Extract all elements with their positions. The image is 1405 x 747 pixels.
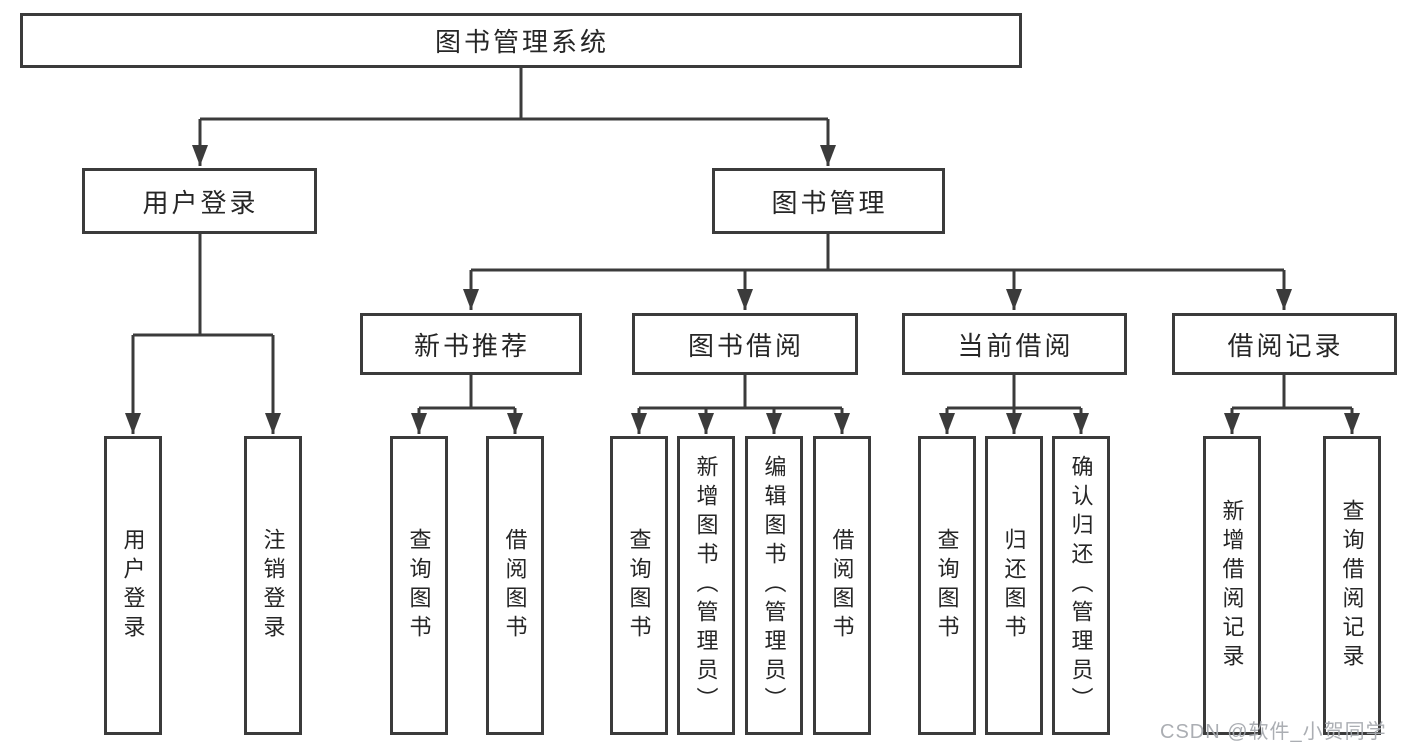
- leaf-borrow-books-label: 借阅图书: [829, 527, 855, 644]
- leaf-user-login: 用户登录: [104, 436, 162, 735]
- leaf-return-books-label: 归还图书: [1001, 527, 1027, 644]
- leaf-add-books-admin: 新增图书（管理员）: [677, 436, 735, 735]
- leaf-logout-label: 注销登录: [260, 527, 286, 644]
- leaf-add-borrow-record-label: 新增借阅记录: [1219, 498, 1245, 673]
- leaf-query-books-borrow-label: 查询图书: [626, 527, 652, 644]
- leaf-logout: 注销登录: [244, 436, 302, 735]
- node-book-borrow: 图书借阅: [632, 313, 858, 375]
- csdn-watermark: CSDN @软件_小贺同学: [1160, 721, 1387, 743]
- node-current-borrow: 当前借阅: [902, 313, 1127, 375]
- leaf-add-borrow-record: 新增借阅记录: [1203, 436, 1261, 735]
- node-borrow-records: 借阅记录: [1172, 313, 1397, 375]
- leaf-query-books-current: 查询图书: [918, 436, 976, 735]
- leaf-borrow-books-recommend-label: 借阅图书: [502, 527, 528, 644]
- leaf-edit-books-admin-label: 编辑图书（管理员）: [761, 455, 787, 716]
- leaf-query-books-recommend: 查询图书: [390, 436, 448, 735]
- leaf-query-borrow-record-label: 查询借阅记录: [1339, 498, 1365, 673]
- leaf-borrow-books: 借阅图书: [813, 436, 871, 735]
- node-user-login-label: 用户登录: [142, 187, 259, 218]
- leaf-query-borrow-record: 查询借阅记录: [1323, 436, 1381, 735]
- leaf-user-login-label: 用户登录: [120, 527, 146, 644]
- leaf-confirm-return-admin-label: 确认归还（管理员）: [1068, 455, 1094, 716]
- node-borrow-records-label: 借阅记录: [1227, 330, 1344, 361]
- node-user-login: 用户登录: [82, 168, 317, 234]
- leaf-query-books-current-label: 查询图书: [934, 527, 960, 644]
- node-root-label: 图书管理系统: [434, 27, 609, 57]
- leaf-return-books: 归还图书: [985, 436, 1043, 735]
- node-book-borrow-label: 图书借阅: [687, 330, 804, 361]
- leaf-edit-books-admin: 编辑图书（管理员）: [745, 436, 803, 735]
- leaf-query-books-recommend-label: 查询图书: [406, 527, 432, 644]
- node-new-book-recommend: 新书推荐: [360, 313, 582, 375]
- node-book-management: 图书管理: [712, 168, 945, 234]
- node-new-book-recommend-label: 新书推荐: [413, 330, 530, 361]
- node-root: 图书管理系统: [20, 13, 1022, 68]
- leaf-borrow-books-recommend: 借阅图书: [486, 436, 544, 735]
- leaf-confirm-return-admin: 确认归还（管理员）: [1052, 436, 1110, 735]
- node-book-management-label: 图书管理: [771, 187, 888, 218]
- leaf-add-books-admin-label: 新增图书（管理员）: [693, 455, 719, 716]
- node-current-borrow-label: 当前借阅: [957, 330, 1074, 361]
- leaf-query-books-borrow: 查询图书: [610, 436, 668, 735]
